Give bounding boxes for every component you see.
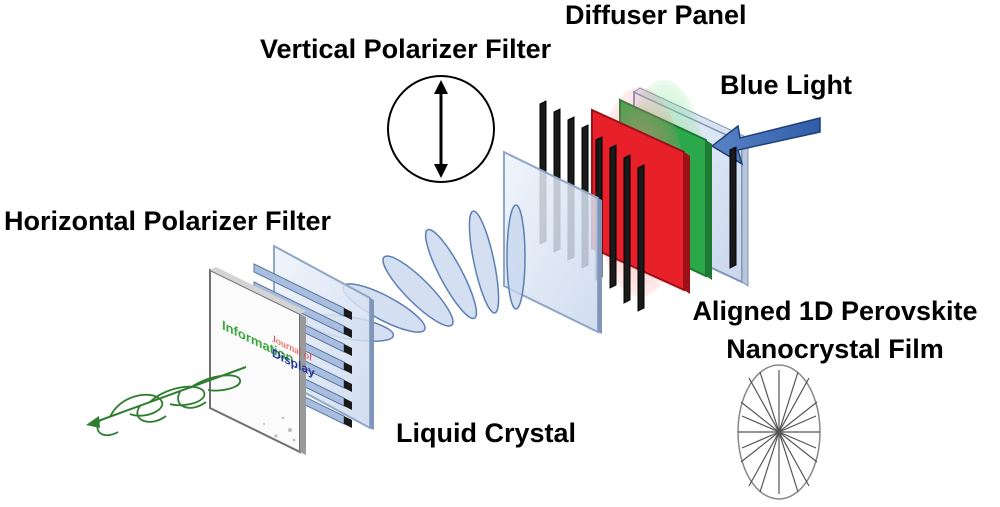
output-light-wave — [86, 366, 247, 437]
perovskite-label-line1: Aligned 1D Perovskite — [692, 296, 978, 326]
vertical-polarizer-label: Vertical Polarizer Filter — [260, 34, 552, 64]
screen-speckles — [263, 416, 296, 442]
vertical-polarizer-glass — [503, 150, 602, 334]
blue-light-label: Blue Light — [720, 70, 852, 100]
perovskite-label-line2: Nanocrystal Film — [726, 334, 944, 364]
horizontal-polarizer-label: Horizontal Polarizer Filter — [4, 206, 332, 236]
display-screen — [209, 267, 306, 455]
blue-light-arrow — [710, 117, 821, 166]
vertical-polarization-icon — [387, 75, 495, 183]
liquid-crystal-label: Liquid Crystal — [396, 418, 577, 448]
unpolarized-light-icon — [737, 364, 821, 500]
diffuser-panel-label: Diffuser Panel — [565, 0, 747, 30]
